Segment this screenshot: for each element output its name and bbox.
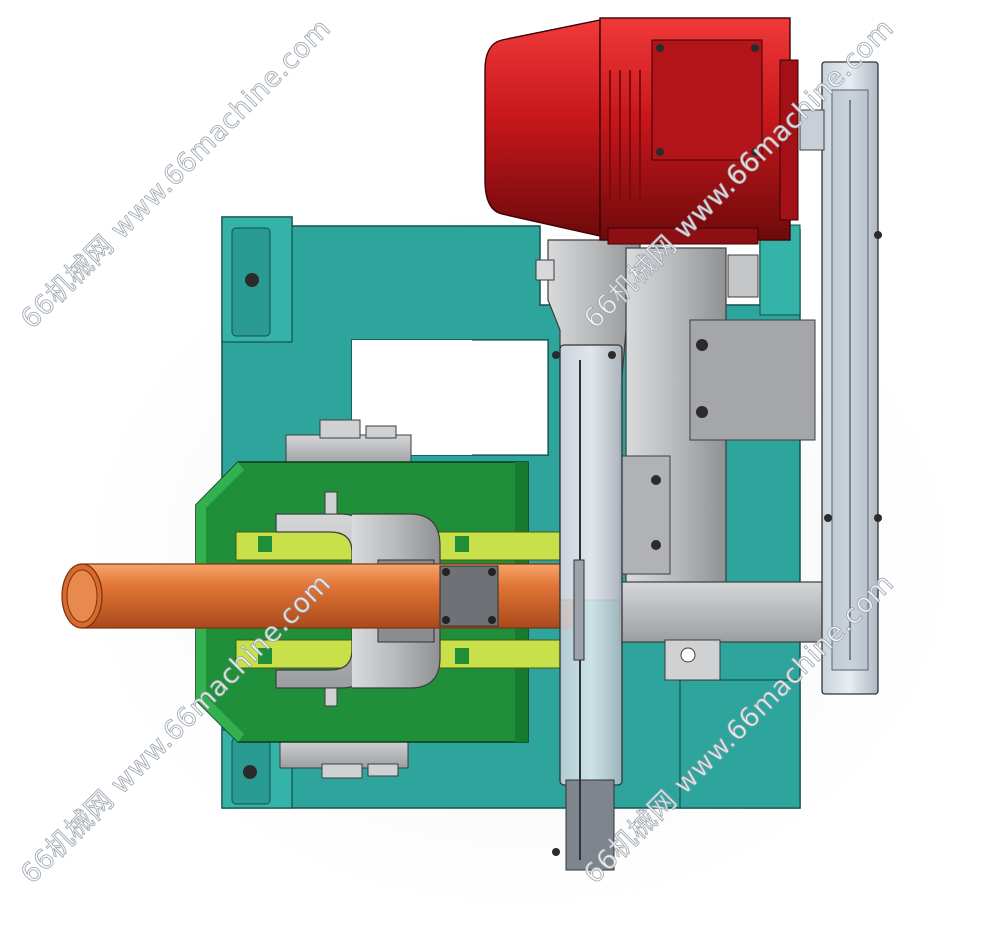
bolt-block-top [285,419,412,466]
blade-arm [535,239,831,681]
mount-hole-icon [243,765,257,779]
belt-guard [799,61,882,695]
mount-hole-icon [245,273,259,287]
drive-motor [484,17,799,245]
cutting-blade [552,344,623,871]
copper-pipe [61,563,573,629]
